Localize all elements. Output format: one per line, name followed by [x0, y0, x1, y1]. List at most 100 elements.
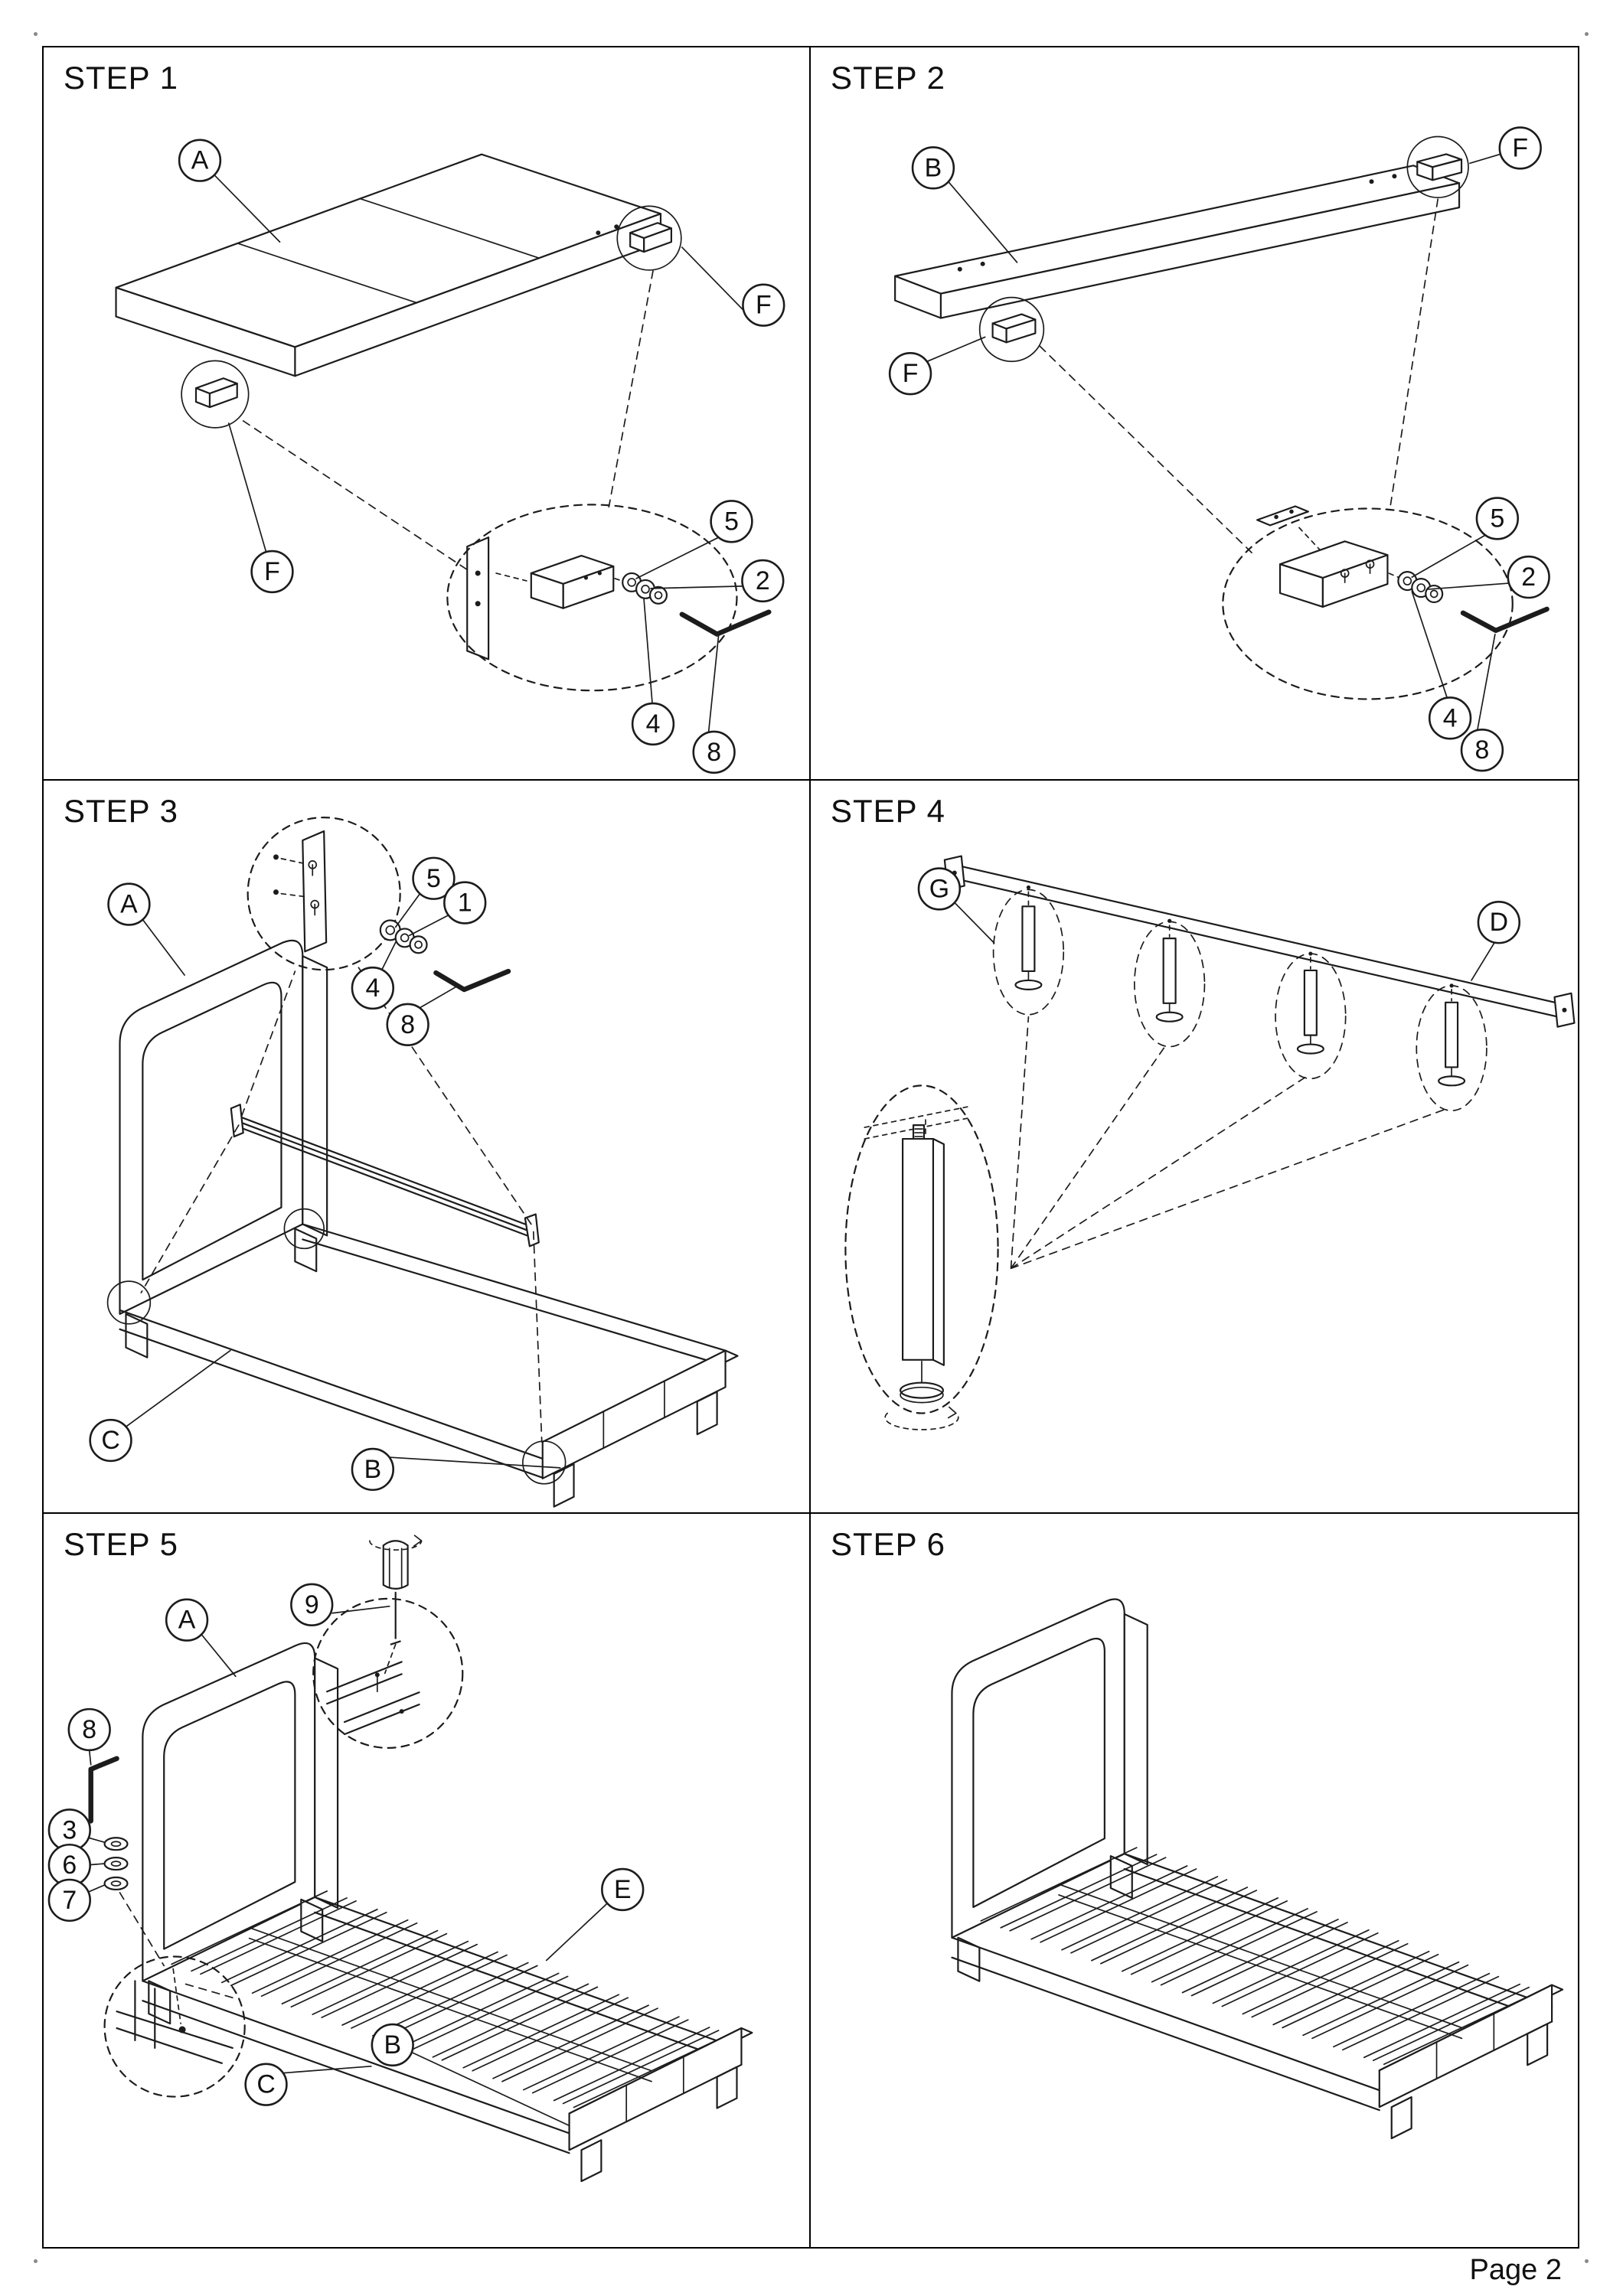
svg-text:A: A — [120, 890, 138, 919]
svg-text:F: F — [756, 291, 772, 320]
callout-c: C — [244, 2063, 288, 2106]
leg-detail-view — [844, 1084, 999, 1430]
washer-stack — [622, 572, 668, 605]
callout-b: B — [371, 2023, 414, 2067]
instruction-grid: STEP 1 — [42, 46, 1579, 2249]
svg-text:9: 9 — [305, 1590, 319, 1619]
callout-5: 5 — [412, 856, 456, 900]
step-title: STEP 1 — [64, 60, 178, 96]
hardware-drawing — [88, 1756, 129, 1891]
page-corner-mark — [1585, 32, 1589, 36]
corner-bracket-right — [1406, 135, 1469, 199]
callout-c: C — [89, 1418, 132, 1463]
page-corner-mark — [34, 32, 38, 36]
page-corner-mark — [34, 2259, 38, 2263]
callout-4: 4 — [1428, 696, 1472, 740]
leader-lines — [82, 1605, 609, 2127]
leader-lines — [953, 902, 1495, 1270]
svg-text:4: 4 — [365, 974, 380, 1003]
leader-lines — [214, 174, 745, 572]
svg-text:8: 8 — [1475, 735, 1490, 765]
step6-panel: STEP 6 — [811, 1514, 1578, 2247]
svg-text:5: 5 — [426, 864, 441, 893]
slats-drawing — [980, 1847, 1540, 2066]
callout-a: A — [165, 1598, 209, 1642]
svg-text:F: F — [1512, 133, 1528, 162]
callout-4: 4 — [351, 966, 395, 1010]
step5-diagram: A 9 8 3 6 7 E B C — [47, 1534, 753, 2183]
callout-5: 5 — [710, 500, 753, 543]
svg-text:8: 8 — [82, 1715, 96, 1744]
callout-f-right: F — [1498, 126, 1542, 170]
hardware-drawing — [379, 892, 511, 1009]
callout-e: E — [601, 1867, 645, 1912]
frame-rails-drawing — [142, 1896, 753, 2183]
svg-text:7: 7 — [62, 1886, 77, 1915]
washer-stack — [1397, 571, 1444, 604]
svg-text:D: D — [1490, 908, 1508, 937]
frame-rails-drawing — [119, 1223, 739, 1508]
joint-circles — [106, 1208, 567, 1485]
corner-bracket-left — [978, 296, 1045, 363]
svg-text:F: F — [264, 557, 280, 586]
step-title: STEP 3 — [64, 793, 178, 829]
callout-9: 9 — [290, 1583, 334, 1626]
callout-f-left: F — [250, 550, 294, 594]
svg-text:5: 5 — [724, 507, 739, 536]
step4-panel: STEP 4 — [811, 781, 1578, 1514]
page-number: Page 2 — [1469, 2254, 1562, 2286]
callout-8: 8 — [692, 730, 736, 774]
rail-board-drawing — [894, 165, 1461, 319]
headboard-panel-drawing — [115, 153, 662, 377]
allen-key-icon — [88, 1756, 119, 1824]
leg-2 — [1133, 921, 1206, 1048]
step3-diagram: A 5 1 4 8 C B — [89, 817, 739, 1508]
callout-f-right: F — [742, 283, 785, 327]
frame-rails-drawing — [951, 1853, 1564, 2140]
callout-2: 2 — [1507, 555, 1550, 599]
svg-text:4: 4 — [646, 709, 661, 739]
step2-diagram: B F F 5 2 4 8 — [888, 126, 1550, 772]
corner-bracket-right — [616, 205, 682, 271]
hardware-detail-view — [446, 504, 772, 732]
corner-bracket-left — [181, 360, 250, 429]
bracket-detail-view — [247, 817, 401, 971]
svg-text:G: G — [929, 874, 949, 903]
allen-key-icon — [679, 609, 772, 637]
callout-8: 8 — [1460, 728, 1504, 772]
center-rail-drawing — [943, 855, 1576, 1028]
leg-3 — [1275, 953, 1347, 1080]
svg-text:4: 4 — [1443, 703, 1458, 732]
callout-8: 8 — [67, 1707, 111, 1752]
svg-text:B: B — [384, 2030, 401, 2060]
leader-lines — [926, 153, 1501, 556]
allen-key-icon — [433, 968, 511, 993]
svg-text:E: E — [614, 1875, 632, 1904]
callout-a: A — [107, 882, 151, 926]
svg-text:8: 8 — [400, 1010, 415, 1039]
svg-text:8: 8 — [707, 738, 721, 767]
page-corner-mark — [1585, 2259, 1589, 2263]
svg-text:A: A — [191, 146, 209, 175]
step-title: STEP 6 — [831, 1526, 945, 1562]
svg-text:B: B — [364, 1455, 382, 1484]
svg-text:B: B — [925, 153, 942, 182]
step6-diagram — [951, 1598, 1564, 2140]
callout-a: A — [178, 139, 222, 182]
callout-b: B — [351, 1447, 395, 1492]
callout-4: 4 — [631, 702, 675, 746]
allen-key-icon — [1460, 606, 1550, 634]
leg-1 — [992, 889, 1065, 1016]
headboard-drawing — [951, 1598, 1148, 1982]
svg-text:C: C — [256, 2070, 275, 2099]
callout-b: B — [911, 146, 955, 190]
callout-2: 2 — [741, 559, 785, 603]
svg-text:2: 2 — [1521, 563, 1536, 592]
callout-5: 5 — [1475, 497, 1520, 540]
leader-lines — [125, 918, 561, 1469]
svg-text:A: A — [178, 1606, 196, 1635]
slats-drawing — [171, 1890, 730, 2108]
callout-1: 1 — [443, 881, 487, 925]
callout-f-left: F — [888, 352, 932, 396]
step1-diagram: A F F 5 2 4 8 — [115, 139, 785, 774]
